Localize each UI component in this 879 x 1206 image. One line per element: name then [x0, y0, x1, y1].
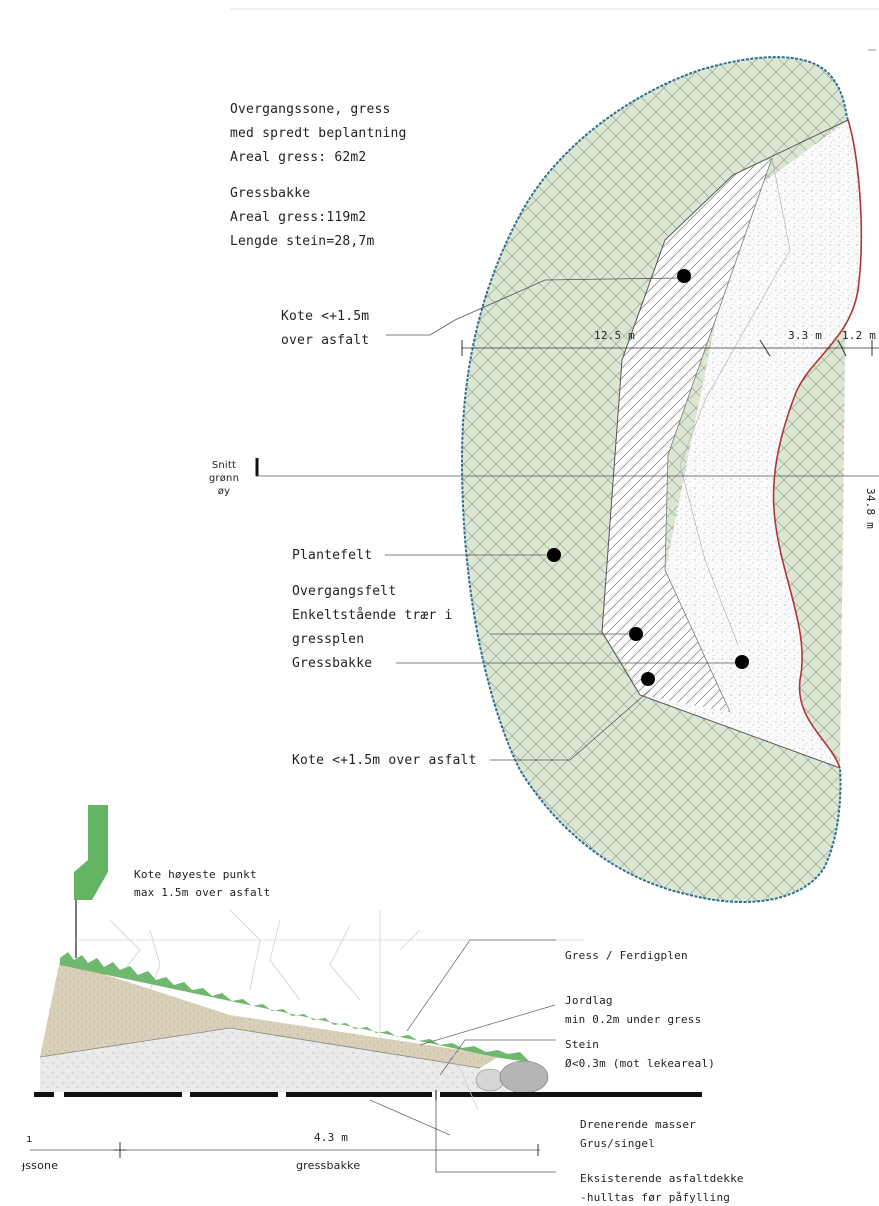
jordlag-line: min 0.2m under gress [565, 1012, 702, 1026]
jordlag-line: Jordlag [565, 994, 613, 1007]
drenerende-line: Grus/singel [580, 1136, 656, 1150]
stein-label: Stein Ø<0.3m (mot lekeareal) [565, 1036, 715, 1073]
jordlag-label: Jordlag min 0.2m under gress [565, 992, 701, 1029]
legend-line: med spredt beplantning [230, 126, 407, 141]
kote-high-label: Kote høyeste punkt max 1.5m over asfalt [134, 866, 270, 901]
kote-top-label: Kote <+1.5m over asfalt [281, 305, 369, 353]
grass-layer [60, 952, 530, 1062]
zone-gressbakke-label: gressbakke [296, 1159, 361, 1172]
zone-left-label: ɟssone [22, 1159, 59, 1172]
drenerende-line: Drenerende masser [580, 1118, 696, 1131]
stone [475, 1068, 505, 1092]
snitt-label: Snitt grønn øy [206, 459, 242, 498]
legend-block-overgang: Overgangssone, gress med spredt beplantn… [230, 103, 407, 175]
soil-layer [40, 960, 500, 1068]
asfalt-line: -hulltas før påfylling [580, 1190, 731, 1204]
asphalt-strip [34, 1092, 702, 1097]
overgangsfelt-label: Overgangsfelt Enkeltstående trær i gress… [292, 580, 453, 652]
kote-top-line: Kote <+1.5m [281, 309, 370, 324]
outline-blue [460, 56, 849, 903]
dim-4-3-label: 4.3 m [314, 1131, 349, 1144]
dim-1-2-label: 1.2 m [842, 329, 877, 342]
stein-line: Ø<0.3m (mot lekeareal) [565, 1056, 716, 1070]
asfalt-line: Eksisterende asfaltdekke [580, 1172, 744, 1185]
tree-marker [677, 269, 691, 283]
plan-view [255, 49, 879, 903]
dim-3-3-label: 3.3 m [788, 329, 823, 342]
legend-line: Overgangssone, gress [230, 102, 391, 117]
tree-marker [641, 672, 655, 686]
legend-block-gressbakke: Gressbakke Areal gress:119m2 Lengde stei… [230, 187, 374, 259]
gravel-layer [40, 1028, 510, 1092]
legend-line: Areal gress:119m2 [230, 210, 367, 225]
height-marker [74, 805, 108, 900]
tree-marker [547, 548, 561, 562]
kote-high-line: max 1.5m over asfalt [134, 885, 271, 899]
legend-line: Lengde stein=28,7m [230, 234, 375, 249]
snitt-line: øy [217, 486, 231, 497]
kote-high-line: Kote høyeste punkt [134, 868, 257, 881]
section-view [30, 805, 702, 1173]
drenerende-label: Drenerende masser Grus/singel [580, 1116, 696, 1153]
overgangsfelt-line: gressplen [292, 632, 365, 648]
legend-line: Areal gress: 62m2 [230, 150, 367, 165]
overgangsfelt-line: Enkeltstående trær i [292, 608, 453, 624]
tick-left-label: ı [26, 1132, 33, 1145]
kote-bottom-label: Kote <+1.5m over asfalt [292, 753, 477, 768]
snitt-line: grønn [208, 473, 240, 484]
kote-top-line: over asfalt [281, 333, 370, 349]
dim-12-5-label: 12.5 m [594, 329, 635, 342]
legend-line: Gressbakke [230, 186, 311, 201]
stein-line: Stein [565, 1038, 600, 1051]
outline-red [772, 119, 863, 769]
asfalt-label: Eksisterende asfaltdekke -hulltas før på… [580, 1170, 744, 1206]
snitt-line: Snitt [211, 460, 237, 471]
plantefelt-label: Plantefelt [292, 548, 373, 563]
gressbakke-label: Gressbakke [292, 656, 373, 671]
tree-marker [629, 627, 643, 641]
dim-34-8-label: 34.8 m [864, 488, 877, 529]
tree-marker [735, 655, 749, 669]
overgangsfelt-line: Overgangsfelt [292, 584, 397, 599]
stone [499, 1060, 549, 1094]
gress-label: Gress / Ferdigplen [565, 949, 688, 962]
